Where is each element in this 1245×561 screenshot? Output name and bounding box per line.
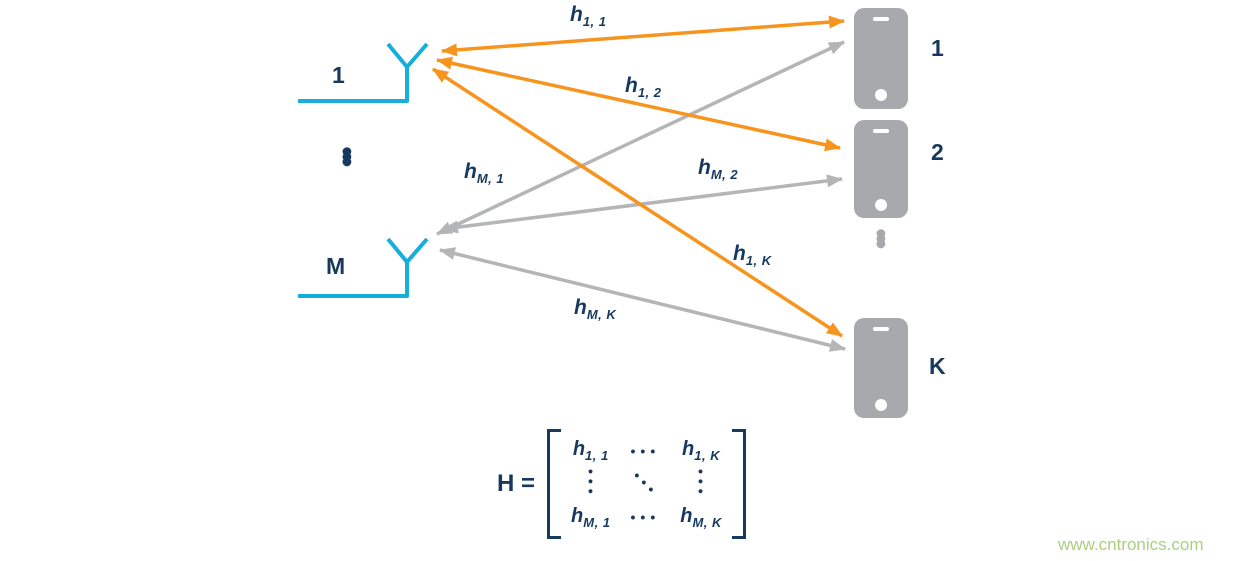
watermark: www.cntronics.com	[1058, 535, 1204, 554]
matrix-right-bracket	[731, 429, 746, 539]
matrix-grid: h1, 1 ••• h1, K ••• ••• ••• hM, 1 ••• hM…	[561, 429, 732, 539]
channel-label-hM2: hM, 2	[698, 156, 738, 182]
h-sub: 1, 1	[582, 14, 607, 30]
matrix-cell-hMK: hM, K	[680, 504, 722, 530]
phone-K-label: K	[929, 353, 946, 379]
h-base: h	[625, 74, 638, 97]
h-sub: M, K	[586, 307, 617, 323]
channel-label-h12: h1, 2	[625, 74, 662, 100]
channel-label-h1K: h1, K	[733, 242, 772, 268]
antenna-ellipsis-dots: •••	[329, 146, 365, 162]
h-sub: M, 1	[476, 171, 505, 187]
h-sub: M, 2	[710, 167, 739, 183]
matrix-cell-h11: h1, 1	[572, 438, 609, 463]
matrix-cell-hM1: hM, 1	[571, 504, 611, 530]
matrix-vdots: •••	[582, 469, 599, 499]
antenna-1-icon	[298, 42, 429, 103]
matrix-hdots: •••	[630, 442, 661, 459]
channel-arrow-h1K	[432, 67, 843, 338]
h-base: h	[574, 296, 587, 319]
matrix-vdots: •••	[693, 469, 710, 499]
phone-2-icon	[854, 120, 908, 218]
antenna-M-label: M	[326, 253, 346, 279]
matrix-cell-h1K: h1, K	[682, 438, 721, 463]
channel-arrow-h11	[441, 15, 845, 57]
matrix-hdots: •••	[630, 509, 661, 526]
phone-K-icon	[854, 318, 908, 418]
phone-1-label: 1	[931, 35, 944, 61]
phone-2-label: 2	[931, 139, 944, 165]
users-ellipsis-dots: •••	[863, 228, 899, 244]
h-sub: 1, K	[745, 253, 772, 269]
h-sub: 1, 2	[637, 85, 662, 101]
channel-label-h11: h1, 1	[570, 3, 607, 29]
h-base: h	[570, 3, 583, 26]
matrix-ddots: •••	[629, 468, 662, 501]
phone-1-icon	[854, 8, 908, 109]
antenna-M-icon	[298, 237, 429, 298]
h-base: h	[698, 156, 711, 179]
channel-matrix: H = h1, 1 ••• h1, K ••• ••• ••• hM, 1 ••…	[497, 429, 746, 539]
h-base: h	[733, 242, 746, 265]
channel-label-hM1: hM, 1	[464, 160, 504, 186]
channel-label-hMK: hM, K	[574, 296, 616, 322]
h-base: h	[464, 160, 477, 183]
matrix-left-bracket	[547, 429, 562, 539]
antenna-1-label: 1	[332, 62, 345, 88]
matrix-lhs: H =	[497, 469, 536, 497]
